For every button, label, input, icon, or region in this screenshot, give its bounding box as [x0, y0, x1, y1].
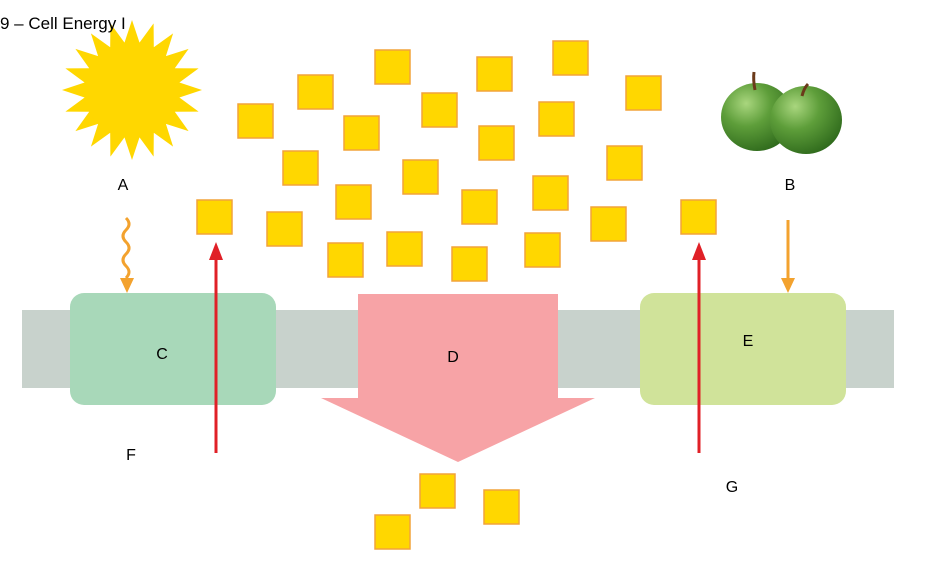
- food-arrow-head: [781, 278, 795, 293]
- energy-particle: [196, 199, 233, 235]
- energy-particles: [196, 40, 717, 550]
- energy-particle: [552, 40, 589, 76]
- membrane: [22, 310, 894, 388]
- energy-particle: [402, 159, 439, 195]
- energy-particle: [374, 514, 411, 550]
- energy-particle: [625, 75, 662, 111]
- energy-particle: [419, 473, 456, 509]
- protein-c: [70, 293, 276, 405]
- sun-icon: [62, 20, 202, 160]
- apple-icon: [721, 71, 842, 154]
- energy-particle: [297, 74, 334, 110]
- energy-particle: [461, 189, 498, 225]
- energy-particle: [327, 242, 364, 278]
- energy-particle: [282, 150, 319, 186]
- energy-particle: [483, 489, 520, 525]
- energy-particle: [680, 199, 717, 235]
- energy-particle: [374, 49, 411, 85]
- label-b: B: [784, 177, 796, 194]
- red-arrow-g-head: [692, 242, 706, 260]
- light-wavy-arrow: [121, 216, 131, 280]
- energy-particle: [335, 184, 372, 220]
- energy-particle: [237, 103, 274, 139]
- label-g: G: [725, 479, 739, 496]
- red-arrow-f-head: [209, 242, 223, 260]
- label-c: C: [156, 346, 168, 363]
- energy-particle: [590, 206, 627, 242]
- energy-particle: [343, 115, 380, 151]
- channel-d-arrow: [321, 294, 595, 462]
- energy-particle: [476, 56, 513, 92]
- label-a: A: [117, 177, 129, 194]
- light-wavy-arrow-head: [120, 278, 134, 293]
- label-e: E: [742, 333, 754, 350]
- energy-particle: [538, 101, 575, 137]
- energy-particle: [478, 125, 515, 161]
- energy-particle: [451, 246, 488, 282]
- energy-particle: [266, 211, 303, 247]
- energy-particle: [421, 92, 458, 128]
- slide-title: 9 – Cell Energy I: [0, 14, 126, 33]
- label-d: D: [447, 349, 459, 366]
- energy-particle: [532, 175, 569, 211]
- energy-particle: [606, 145, 643, 181]
- membrane-segment: [846, 310, 894, 388]
- energy-particle: [524, 232, 561, 268]
- energy-particle: [386, 231, 423, 267]
- protein-e: [640, 293, 846, 405]
- membrane-segment: [275, 310, 360, 388]
- membrane-segment: [556, 310, 642, 388]
- membrane-segment: [22, 310, 72, 388]
- label-f: F: [126, 447, 136, 464]
